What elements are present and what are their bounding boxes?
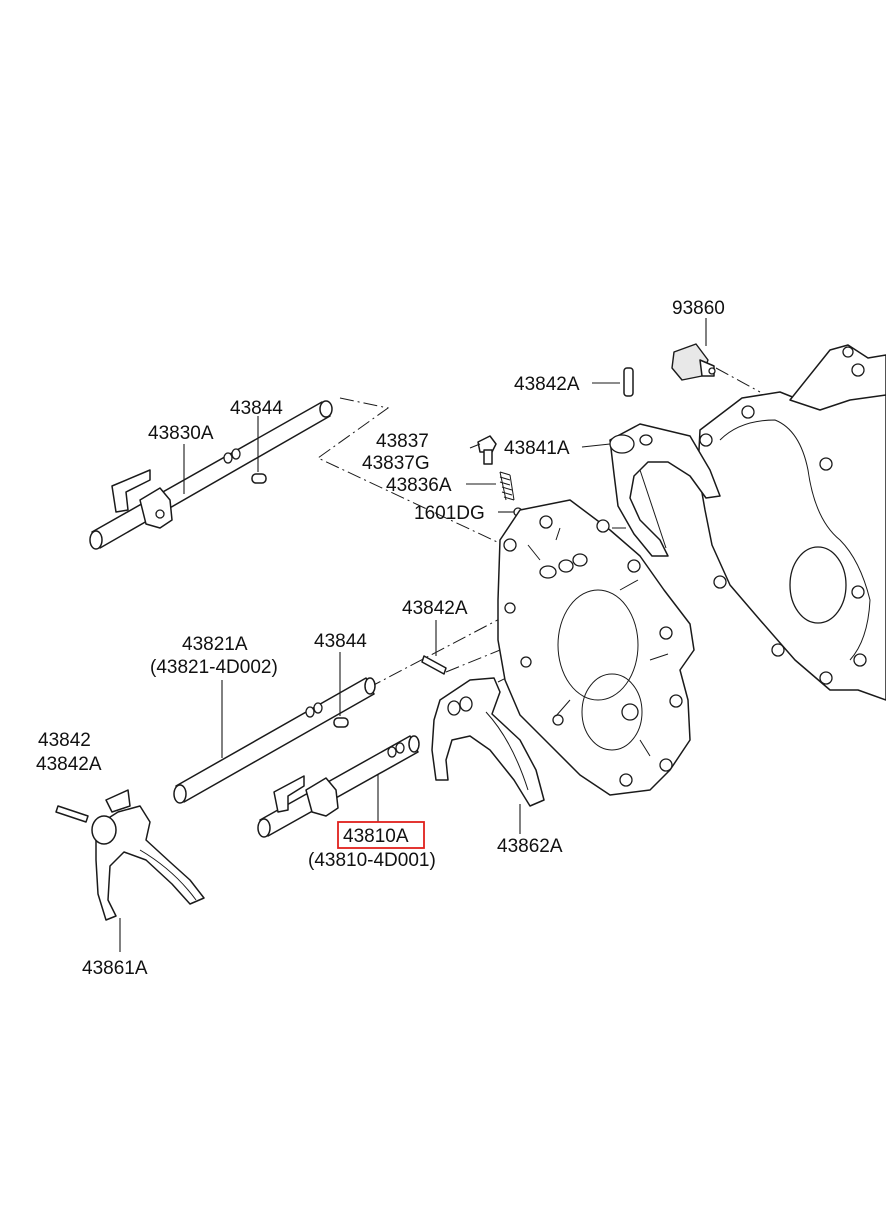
key-43844-top[interactable] [251,473,267,484]
label-43836A[interactable]: 43836A [386,475,452,496]
transmission-case [697,344,886,701]
label-93860[interactable]: 93860 [672,298,725,319]
shift-rail-43821A[interactable] [173,677,376,804]
spring-43836A[interactable] [499,471,515,501]
pin-43842A-top[interactable] [623,367,634,397]
label-43821-sub: (43821-4D002) [150,657,278,678]
bolt-43837[interactable] [477,435,497,465]
shift-rail-43810A[interactable] [257,735,420,838]
label-43842A-top[interactable]: 43842A [514,374,580,395]
label-43837G[interactable]: 43837G [362,453,430,474]
label-43844-top[interactable]: 43844 [230,398,283,419]
label-43810A[interactable]: 43810A [343,826,409,847]
case-plate [497,499,695,796]
pin-43842-left[interactable] [55,805,89,823]
highlight-box-43810A [337,821,425,849]
label-43842A-mid[interactable]: 43842A [402,598,468,619]
label-43842A-left[interactable]: 43842A [36,754,102,775]
label-43810-sub: (43810-4D001) [308,850,436,871]
label-1601DG[interactable]: 1601DG [414,503,485,524]
label-43842[interactable]: 43842 [38,730,91,751]
switch-93860[interactable] [671,343,716,381]
fork-43861A[interactable] [91,789,205,921]
shift-rail-43830A[interactable] [89,400,333,550]
label-43861A[interactable]: 43861A [82,958,148,979]
bracket-43841A[interactable] [609,423,721,557]
pin-43842A-mid[interactable] [421,655,447,675]
label-43821A[interactable]: 43821A [182,634,248,655]
label-43844-mid[interactable]: 43844 [314,631,367,652]
label-43837[interactable]: 43837 [376,431,429,452]
part-labels: 93860 43842A 43837 43837G 43841A 43836A … [36,298,725,979]
leader-lines [119,318,707,952]
label-43862A[interactable]: 43862A [497,836,563,857]
label-43830A[interactable]: 43830A [148,423,214,444]
label-43841A[interactable]: 43841A [504,438,570,459]
fork-43862A[interactable] [431,677,545,807]
key-43844-mid[interactable] [333,717,349,728]
